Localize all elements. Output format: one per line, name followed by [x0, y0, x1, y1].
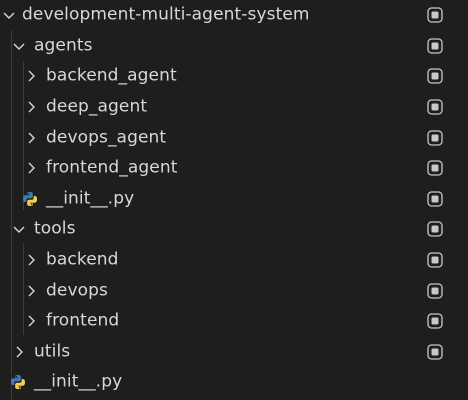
tree-item-label: development-multi-agent-system: [22, 4, 310, 25]
tree-item-label: tools: [34, 219, 76, 240]
tree-item-label: frontend: [46, 310, 120, 331]
chevron-right-icon[interactable]: [24, 131, 38, 145]
tree-item-folder-tools-frontend[interactable]: frontend: [0, 306, 468, 337]
status-dot-icon: [427, 130, 443, 146]
chevron-down-icon[interactable]: [12, 222, 26, 236]
tree-item-folder-deep-agent[interactable]: deep_agent: [0, 92, 468, 123]
tree-item-label: devops: [46, 280, 108, 301]
tree-item-folder-tools-devops[interactable]: devops: [0, 275, 468, 306]
status-dot-icon: [427, 313, 443, 329]
tree-item-folder-devops-agent[interactable]: devops_agent: [0, 122, 468, 153]
tree-item-folder-tools[interactable]: tools: [0, 214, 468, 245]
status-dot-icon: [427, 191, 443, 207]
tree-item-label: __init__.py: [46, 188, 135, 209]
chevron-right-icon[interactable]: [24, 100, 38, 114]
tree-item-folder-agents[interactable]: agents: [0, 31, 468, 62]
chevron-right-icon[interactable]: [24, 161, 38, 175]
chevron-down-icon[interactable]: [2, 8, 16, 22]
chevron-down-icon[interactable]: [12, 39, 26, 53]
tree-item-label: frontend_agent: [46, 157, 178, 178]
tree-item-root-folder[interactable]: development-multi-agent-system: [0, 0, 468, 31]
chevron-right-icon[interactable]: [24, 314, 38, 328]
indent-guide: [11, 30, 12, 400]
tree-item-folder-utils[interactable]: utils: [0, 337, 468, 368]
status-dot-icon: [427, 221, 443, 238]
status-dot-icon: [427, 283, 443, 299]
tree-item-label: backend_agent: [46, 66, 177, 87]
indent-guide: [23, 243, 24, 335]
chevron-right-icon[interactable]: [24, 253, 38, 267]
chevron-right-icon[interactable]: [24, 69, 38, 83]
status-dot-icon: [427, 38, 443, 54]
tree-item-folder-tools-backend[interactable]: backend: [0, 245, 468, 276]
tree-item-file-root-init[interactable]: __init__.py: [0, 367, 468, 398]
tree-item-label: deep_agent: [46, 96, 148, 117]
python-file-icon: [10, 374, 26, 390]
status-dot-icon: [427, 68, 443, 85]
tree-item-label: utils: [34, 341, 71, 362]
indent-guide: [23, 61, 24, 210]
status-dot-icon: [427, 160, 443, 176]
status-dot-icon: [427, 7, 443, 23]
tree-item-folder-backend-agent[interactable]: backend_agent: [0, 61, 468, 92]
status-dot-icon: [427, 252, 443, 268]
tree-item-label: devops_agent: [46, 127, 167, 148]
status-dot-icon: [427, 99, 443, 115]
chevron-right-icon[interactable]: [24, 284, 38, 298]
chevron-right-icon[interactable]: [12, 345, 26, 359]
tree-item-label: agents: [34, 35, 93, 56]
tree-item-folder-frontend-agent[interactable]: frontend_agent: [0, 153, 468, 184]
python-file-icon: [22, 191, 38, 207]
tree-item-label: __init__.py: [34, 372, 123, 393]
status-dot-icon: [427, 344, 443, 360]
tree-item-label: backend: [46, 249, 119, 270]
tree-item-file-agents-init[interactable]: __init__.py: [0, 184, 468, 215]
